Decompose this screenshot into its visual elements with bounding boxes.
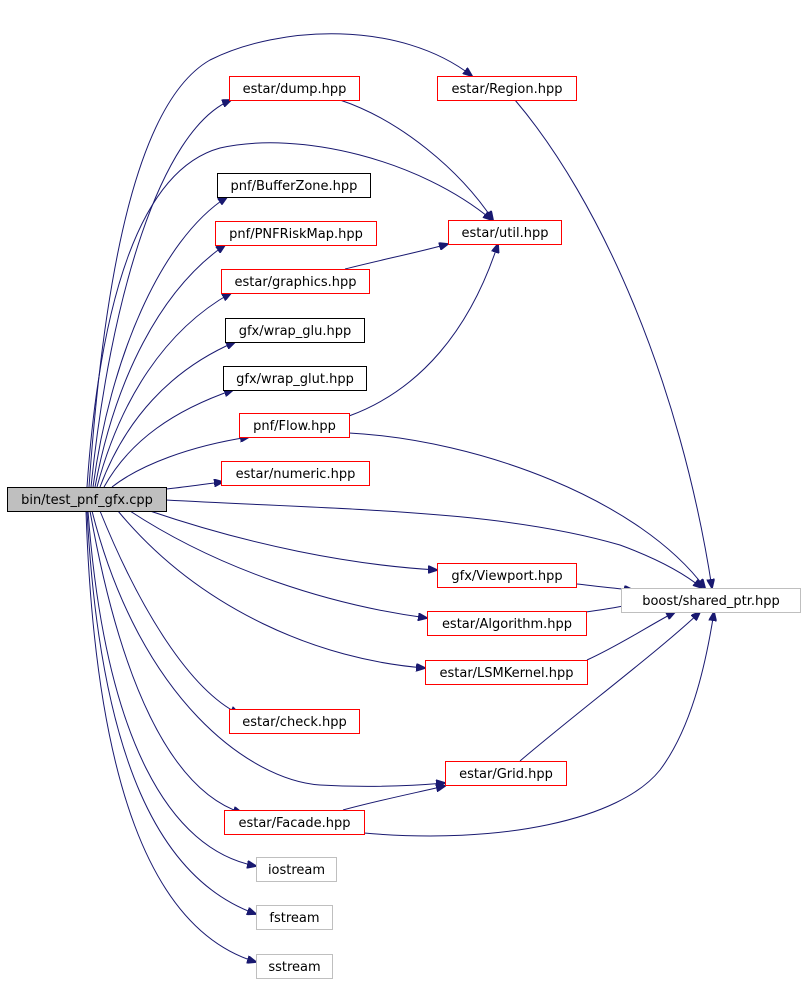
edge-root-to-pnfrisk: [94, 245, 225, 488]
edge-facade-to-shared: [363, 612, 714, 837]
edge-root-to-lsm: [117, 510, 425, 668]
edge-root-to-shared: [165, 499, 702, 588]
node-box: [445, 761, 567, 786]
node-shared[interactable]: boost/shared_ptr.hpp: [621, 588, 801, 613]
edge-root-to-facade: [89, 510, 242, 813]
node-box: [7, 487, 167, 512]
edge-root-to-graphics: [96, 293, 231, 488]
node-box: [221, 461, 370, 486]
node-label: boost/shared_ptr.hpp: [642, 594, 780, 609]
edge-root-to-grid: [91, 510, 445, 786]
node-box: [437, 76, 577, 101]
node-box: [427, 611, 587, 636]
node-label: gfx/wrap_glu.hpp: [239, 324, 352, 339]
node-box: [225, 318, 365, 343]
node-label: gfx/Viewport.hpp: [451, 569, 562, 584]
edge-root-to-algorithm: [129, 510, 427, 618]
node-root[interactable]: bin/test_pnf_gfx.cpp: [7, 487, 167, 512]
node-label: estar/dump.hpp: [243, 82, 347, 97]
edge-root-to-check: [99, 510, 239, 714]
node-label: estar/Algorithm.hpp: [442, 617, 572, 632]
node-facade[interactable]: estar/Facade.hpp: [224, 810, 365, 835]
node-box: [239, 413, 350, 438]
node-label: pnf/PNFRiskMap.hpp: [229, 227, 363, 242]
node-sstream[interactable]: sstream: [256, 954, 333, 979]
node-label: pnf/BufferZone.hpp: [231, 179, 358, 194]
edge-root-to-dump: [90, 100, 231, 488]
node-label: estar/graphics.hpp: [234, 275, 356, 290]
node-check[interactable]: estar/check.hpp: [229, 709, 360, 734]
edge-root-to-flow: [111, 437, 249, 488]
node-label: estar/LSMKernel.hpp: [440, 666, 574, 681]
node-algorithm[interactable]: estar/Algorithm.hpp: [427, 611, 587, 636]
nodes: bin/test_pnf_gfx.cpp estar/dump.hpp estar/…: [7, 76, 801, 979]
node-box: [256, 857, 337, 882]
node-box: [437, 563, 577, 588]
node-label: bin/test_pnf_gfx.cpp: [21, 493, 153, 508]
node-region[interactable]: estar/Region.hpp: [437, 76, 577, 101]
node-box: [223, 366, 367, 391]
node-numeric[interactable]: estar/numeric.hpp: [221, 461, 370, 486]
edge-root-to-viewport: [149, 510, 437, 570]
node-glut[interactable]: gfx/wrap_glut.hpp: [223, 366, 367, 391]
node-label: estar/util.hpp: [462, 226, 549, 241]
node-pnfrisk[interactable]: pnf/PNFRiskMap.hpp: [215, 221, 377, 246]
edge-root-to-sstream: [85, 510, 256, 962]
node-bufferzone[interactable]: pnf/BufferZone.hpp: [217, 173, 371, 198]
node-box: [229, 709, 360, 734]
node-box: [221, 269, 370, 294]
node-label: estar/check.hpp: [242, 715, 347, 730]
node-lsm[interactable]: estar/LSMKernel.hpp: [425, 660, 588, 685]
node-label: estar/Grid.hpp: [459, 767, 553, 782]
node-graphics[interactable]: estar/graphics.hpp: [221, 269, 370, 294]
edge-grid-to-shared: [519, 612, 700, 762]
node-box: [217, 173, 371, 198]
node-box: [229, 76, 360, 101]
node-label: pnf/Flow.hpp: [253, 419, 336, 434]
edge-root-to-numeric: [165, 482, 223, 490]
node-util[interactable]: estar/util.hpp: [448, 220, 562, 245]
node-box: [621, 588, 801, 613]
node-box: [256, 905, 333, 930]
node-label: fstream: [269, 911, 319, 926]
edge-dump-to-util: [339, 99, 493, 220]
node-label: gfx/wrap_glut.hpp: [236, 372, 354, 387]
node-box: [215, 221, 377, 246]
edge-flow-to-util: [348, 244, 498, 417]
edge-graphics-to-util: [344, 244, 448, 270]
node-label: sstream: [268, 960, 320, 975]
node-label: estar/Facade.hpp: [238, 816, 350, 831]
node-flow[interactable]: pnf/Flow.hpp: [239, 413, 350, 438]
edge-root-to-fstream: [86, 510, 256, 914]
node-label: estar/numeric.hpp: [236, 467, 356, 482]
node-dump[interactable]: estar/dump.hpp: [229, 76, 360, 101]
node-viewport[interactable]: gfx/Viewport.hpp: [437, 563, 577, 588]
node-box: [448, 220, 562, 245]
node-box: [256, 954, 333, 979]
node-box: [425, 660, 588, 685]
node-box: [224, 810, 365, 835]
edges: [85, 33, 714, 962]
node-iostream[interactable]: iostream: [256, 857, 337, 882]
edge-root-to-region: [88, 33, 472, 488]
node-label: estar/Region.hpp: [452, 82, 563, 97]
node-label: iostream: [268, 863, 325, 878]
node-fstream[interactable]: fstream: [256, 905, 333, 930]
edge-root-to-iostream: [87, 510, 256, 866]
edge-root-to-glu: [99, 342, 235, 488]
edge-facade-to-grid: [342, 786, 445, 811]
node-glu[interactable]: gfx/wrap_glu.hpp: [225, 318, 365, 343]
edge-root-to-bufferzone: [92, 197, 227, 488]
edge-lsm-to-shared: [586, 612, 675, 661]
edge-region-to-shared: [514, 99, 712, 588]
edge-root-to-util: [86, 142, 492, 488]
edge-flow-to-shared: [348, 432, 705, 588]
node-grid[interactable]: estar/Grid.hpp: [445, 761, 567, 786]
edge-root-to-glut: [103, 390, 233, 488]
